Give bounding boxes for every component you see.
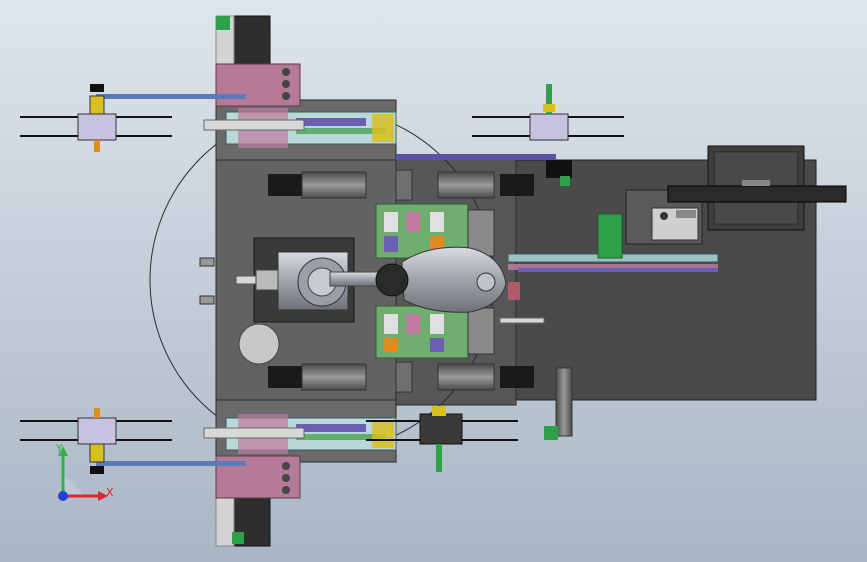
bottom-slide-green <box>296 434 386 440</box>
center-bottom-spool-shaft <box>436 444 442 472</box>
bolt-icon <box>282 462 290 470</box>
left-top-spool-hub <box>89 95 105 115</box>
left-bottom-spool-pin <box>94 408 100 418</box>
left-top-spool-cap <box>90 84 104 92</box>
left-spindle-collar <box>255 269 279 291</box>
bolt-icon <box>282 80 290 88</box>
bottom-slide-purple <box>296 424 366 432</box>
top-slide-purple <box>296 118 366 126</box>
control-box-knob <box>660 212 668 220</box>
x-axis-label: X <box>106 486 114 499</box>
left-top-spool-pin <box>94 140 100 152</box>
fixture-slot <box>430 338 444 352</box>
y-axis-arrowhead <box>58 446 68 456</box>
top-left-cylinder-body[interactable] <box>301 171 367 199</box>
pink-feed-block[interactable] <box>508 282 520 300</box>
top-right-cylinder[interactable] <box>500 174 534 196</box>
fixture-slot <box>384 212 398 232</box>
bottom-left-cylinder[interactable] <box>268 366 302 388</box>
feed-rod[interactable] <box>499 317 545 324</box>
side-port <box>199 257 215 267</box>
bolt-icon <box>282 474 290 482</box>
right-bottom-vertical-cylinder[interactable] <box>555 367 573 437</box>
top-center-cylinder-body[interactable] <box>437 171 495 199</box>
locating-disc[interactable] <box>238 323 280 365</box>
fixture-slot <box>384 338 398 352</box>
top-purple-link[interactable] <box>396 154 556 160</box>
fixture-slot <box>384 236 398 252</box>
control-box-label <box>676 210 696 218</box>
z-axis-dot <box>58 491 68 501</box>
robot-arm-head[interactable] <box>401 246 507 313</box>
green-cylinder-tower[interactable] <box>597 213 623 259</box>
bottom-motor-cap <box>232 532 244 544</box>
center-bottom-spool[interactable] <box>419 413 463 445</box>
top-blue-link[interactable] <box>96 94 246 99</box>
feed-rail-lower[interactable] <box>508 264 718 270</box>
bottom-center-cylinder-body[interactable] <box>437 363 495 391</box>
top-slide-green <box>296 128 386 134</box>
side-port <box>199 295 215 305</box>
tray-plate <box>742 180 770 186</box>
tray-top[interactable] <box>667 185 847 203</box>
fixture-slot <box>384 314 398 334</box>
fixture-slot <box>430 212 444 232</box>
right-top-motor-tab <box>560 176 570 186</box>
bolt-icon <box>282 68 290 76</box>
left-top-spool[interactable] <box>77 113 117 141</box>
bottom-blue-link[interactable] <box>96 461 246 466</box>
fixture-side-block <box>467 307 495 355</box>
right-top-spool[interactable] <box>529 113 569 141</box>
top-slide-yellow <box>372 114 394 142</box>
bottom-slide-yellow <box>372 420 394 448</box>
top-left-cylinder[interactable] <box>268 174 302 196</box>
x-axis-arrowhead <box>98 491 108 501</box>
right-top-spool-collar <box>543 104 555 112</box>
coordinate-triad: Y X <box>55 442 114 501</box>
feed-rail-bar <box>518 268 718 272</box>
triad-plane-icon <box>63 474 85 496</box>
right-top-spool-shaft <box>546 84 552 114</box>
right-top-motor-block[interactable] <box>546 160 572 178</box>
top-motor-cap <box>216 16 230 30</box>
fixture-slot <box>430 314 444 334</box>
y-axis-label: Y <box>55 442 63 455</box>
bottom-cylinder-guide <box>395 361 413 393</box>
center-bottom-spool-collar <box>432 406 446 416</box>
bottom-right-cylinder[interactable] <box>500 366 534 388</box>
robot-arm-joint <box>476 272 496 292</box>
top-cylinder-guide <box>395 169 413 201</box>
fixture-slot <box>406 212 420 232</box>
right-bottom-cylinder-tab <box>544 426 558 440</box>
left-bottom-spool-cap <box>90 466 104 474</box>
bottom-left-cylinder-body[interactable] <box>301 363 367 391</box>
left-bottom-spool-hub <box>89 443 105 463</box>
robot-arm-flange <box>375 263 409 297</box>
bolt-icon <box>282 486 290 494</box>
bolt-icon <box>282 92 290 100</box>
top-long-arm[interactable] <box>203 119 305 131</box>
fixture-slot <box>406 314 420 334</box>
bottom-long-arm[interactable] <box>203 427 305 439</box>
